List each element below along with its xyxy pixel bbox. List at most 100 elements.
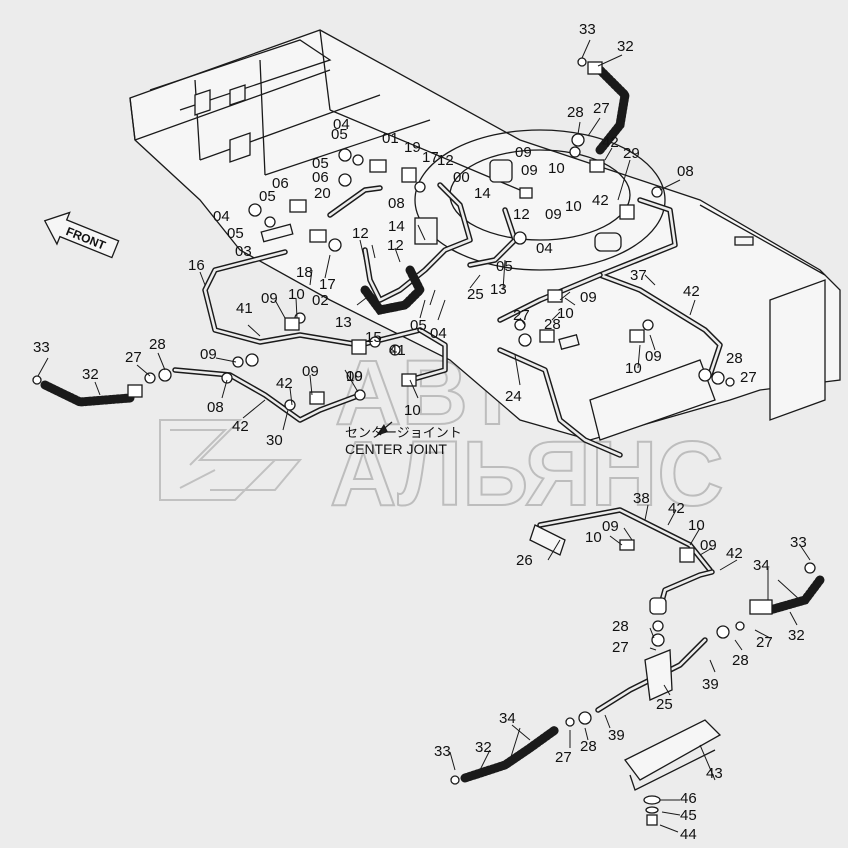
hoses [40,65,825,783]
callout-10: 10 [346,368,363,385]
callout-06: 06 [272,175,289,192]
callout-28: 28 [567,104,584,121]
callout-32: 32 [788,627,805,644]
callout-14: 14 [388,218,405,235]
callout-42: 42 [592,192,609,209]
callout-42: 42 [683,283,700,300]
callout-42: 42 [276,375,293,392]
callout-10: 10 [688,517,705,534]
callout-32: 32 [82,366,99,383]
callout-04: 04 [536,240,553,257]
leader-lines [37,39,811,833]
callout-00: 00 [453,169,470,186]
callout-09: 09 [261,290,278,307]
callout-10: 10 [625,360,642,377]
callout-06: 06 [312,169,329,186]
callout-05: 05 [259,188,276,205]
callout-09: 09 [521,162,538,179]
center-joint-label: センタージョイント CENTER JOINT [345,421,462,457]
callout-37: 37 [630,267,647,284]
callout-09: 09 [700,537,717,554]
callout-12: 12 [437,152,454,169]
callout-38: 38 [633,490,650,507]
callout-20: 20 [314,185,331,202]
callout-41: 41 [389,342,406,359]
callout-28: 28 [580,738,597,755]
callout-04: 04 [333,116,350,133]
callout-18: 18 [296,264,313,281]
callout-27: 27 [612,639,629,656]
callout-09: 09 [580,289,597,306]
callout-16: 16 [188,257,205,274]
callout-10: 10 [565,198,582,215]
callout-09: 09 [302,363,319,380]
callout-10: 10 [557,305,574,322]
callout-08: 08 [207,399,224,416]
callout-12: 12 [387,237,404,254]
callout-32: 32 [475,739,492,756]
callout-28: 28 [732,652,749,669]
callout-33: 33 [790,534,807,551]
callout-14: 14 [474,185,491,202]
callout-42: 42 [726,545,743,562]
callout-05: 05 [227,225,244,242]
callout-41: 41 [236,300,253,317]
callout-30: 30 [266,432,283,449]
callout-09: 09 [545,206,562,223]
callout-34: 34 [753,557,770,574]
callout-29: 29 [623,145,640,162]
callout-34: 34 [499,710,516,727]
callout-42: 42 [668,500,685,517]
callout-39: 39 [608,727,625,744]
callout-32: 32 [617,38,634,55]
upper-frame [129,29,841,441]
callout-28: 28 [612,618,629,635]
callout-15: 15 [365,329,382,346]
callout-25: 25 [656,696,673,713]
callout-13: 13 [335,314,352,331]
callout-05: 05 [410,317,427,334]
callout-44: 44 [680,826,697,843]
callout-05: 05 [331,126,348,143]
callout-28: 28 [149,336,166,353]
callout-10: 10 [548,160,565,177]
callout-13: 13 [490,281,507,298]
callout-42: 42 [602,134,619,151]
center-joint-en: CENTER JOINT [345,441,447,457]
callout-27: 27 [513,307,530,324]
callout-27: 27 [756,634,773,651]
callout-04: 04 [430,325,447,342]
callout-27: 27 [740,369,757,386]
callout-33: 33 [434,743,451,760]
callout-05: 05 [496,258,513,275]
callout-28: 28 [726,350,743,367]
callout-08: 08 [388,195,405,212]
callout-09: 09 [346,368,363,385]
callout-27: 27 [125,349,142,366]
callout-26: 26 [516,552,533,569]
callout-04: 04 [213,208,230,225]
callout-09: 09 [645,348,662,365]
callout-05: 05 [312,155,329,172]
callout-45: 45 [680,807,697,824]
callout-42: 42 [232,418,249,435]
callout-28: 28 [544,316,561,333]
callout-43: 43 [706,765,723,782]
callout-03: 03 [235,243,252,260]
callout-10: 10 [585,529,602,546]
callout-01: 01 [382,130,399,147]
callout-02: 02 [312,292,329,309]
callout-12: 12 [513,206,530,223]
callout-27: 27 [555,749,572,766]
callout-24: 24 [505,388,522,405]
callout-08: 08 [677,163,694,180]
callout-09: 09 [200,346,217,363]
callout-10: 10 [288,286,305,303]
callout-12: 12 [352,225,369,242]
fittings [32,57,816,826]
callout-46: 46 [680,790,697,807]
callout-17: 17 [319,276,336,293]
